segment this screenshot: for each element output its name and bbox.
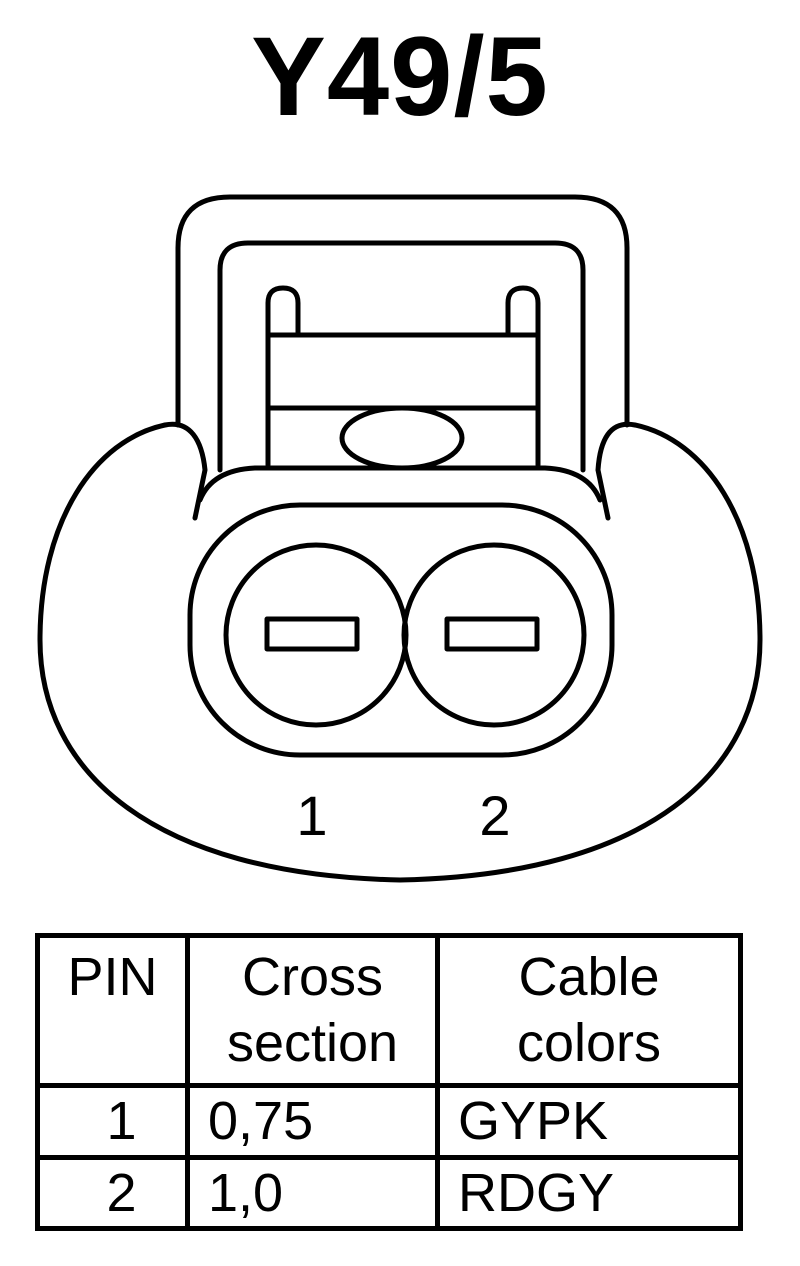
pin-1-terminal xyxy=(264,616,360,652)
pin-2-label: 2 xyxy=(479,784,510,847)
row-1-cable-color: GYPK xyxy=(435,1083,743,1160)
pin-1-socket xyxy=(223,542,409,728)
pin-2-socket xyxy=(401,542,587,728)
row-1-cross-section: 0,75 xyxy=(185,1083,440,1160)
header-pin: PIN xyxy=(35,933,190,1088)
connector-face xyxy=(197,465,603,503)
pin-1-label: 1 xyxy=(296,784,327,847)
connector-diagram: 1 2 xyxy=(37,194,763,883)
latch-arch-outer xyxy=(175,194,630,428)
table-row: 1 0,75 GYPK xyxy=(35,1083,743,1160)
pin-2-terminal xyxy=(444,616,540,652)
row-2-pin: 2 xyxy=(35,1154,190,1231)
latch-arch-inner xyxy=(217,240,586,473)
header-cable-colors: Cable colors xyxy=(435,933,743,1088)
row-2-cable-color: RDGY xyxy=(435,1154,743,1231)
row-2-cross-section: 1,0 xyxy=(185,1154,440,1231)
connector-housing-outline xyxy=(37,421,763,883)
latch-slot xyxy=(339,405,465,471)
header-cross-section: Cross section xyxy=(185,933,440,1088)
row-1-pin: 1 xyxy=(35,1083,190,1160)
pin-cavity-outline xyxy=(187,502,615,758)
connector-title: Y49/5 xyxy=(251,14,549,139)
pin-table-header-row: PIN Cross section Cable colors xyxy=(35,933,743,1088)
table-row: 2 1,0 RDGY xyxy=(35,1154,743,1231)
pin-table: PIN Cross section Cable colors 1 0,75 GY… xyxy=(35,933,743,1231)
